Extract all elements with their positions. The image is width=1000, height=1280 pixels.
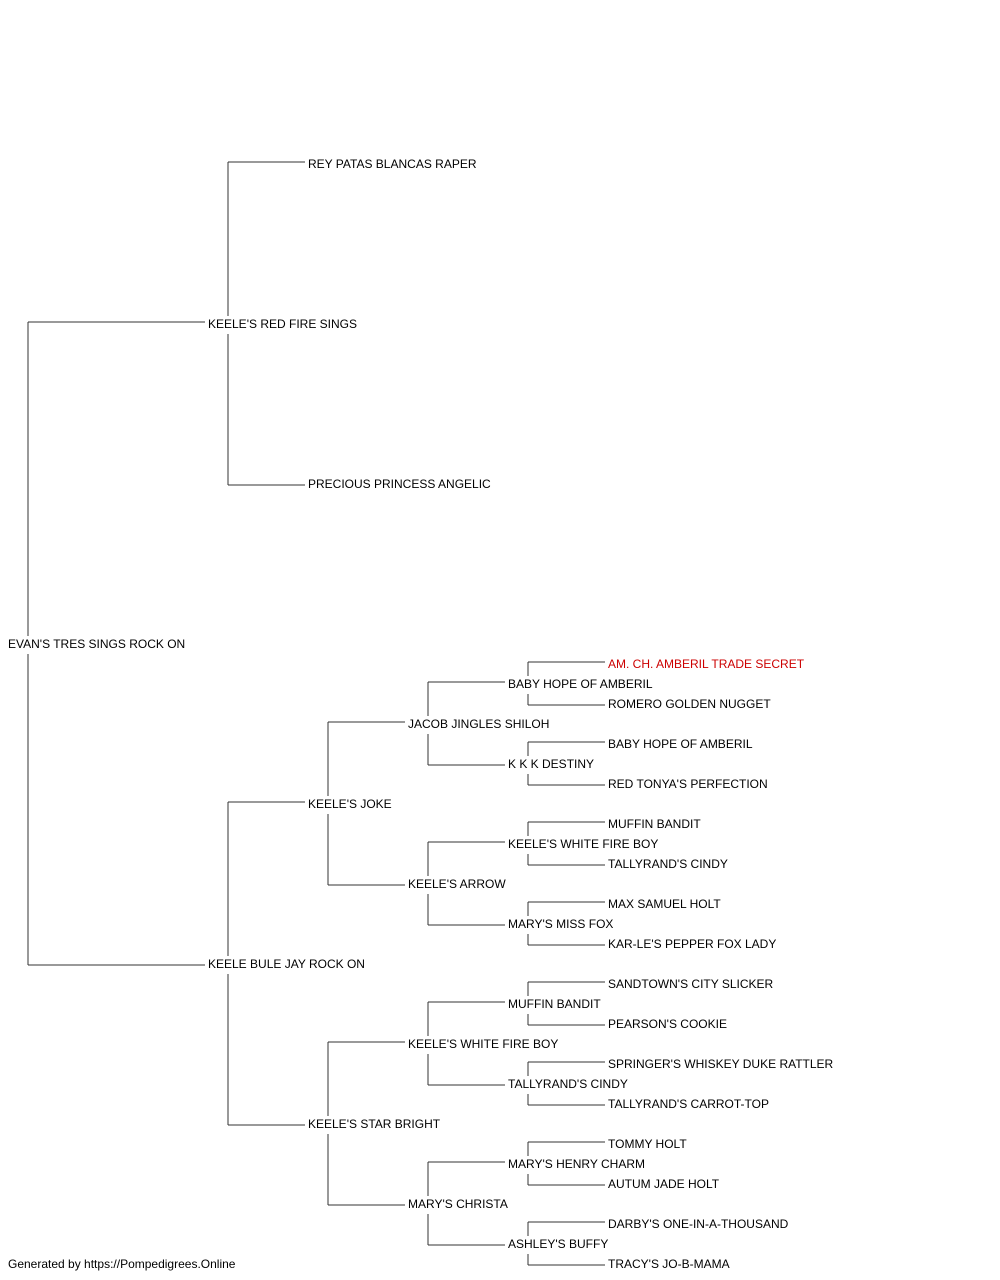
ancestor-gen5[interactable]: TOMMY HOLT <box>608 1137 687 1151</box>
dam-sire-sire-sire[interactable]: BABY HOPE OF AMBERIL <box>508 677 653 691</box>
dam-dam-sire[interactable]: KEELE'S WHITE FIRE BOY <box>408 1037 559 1051</box>
ancestor-gen5[interactable]: DARBY'S ONE-IN-A-THOUSAND <box>608 1217 789 1231</box>
sire-dam[interactable]: PRECIOUS PRINCESS ANGELIC <box>308 477 491 491</box>
dam-sire-sire[interactable]: JACOB JINGLES SHILOH <box>408 717 550 731</box>
ancestor-gen5[interactable]: TALLYRAND'S CARROT-TOP <box>608 1097 769 1111</box>
dam-sire-sire-dam[interactable]: K K K DESTINY <box>508 757 595 771</box>
ancestor-gen5[interactable]: ROMERO GOLDEN NUGGET <box>608 697 771 711</box>
ancestor-gen5[interactable]: SANDTOWN'S CITY SLICKER <box>608 977 774 991</box>
dam-sire[interactable]: KEELE'S JOKE <box>308 797 392 811</box>
dam-sire-dam-sire[interactable]: KEELE'S WHITE FIRE BOY <box>508 837 659 851</box>
ancestor-gen5[interactable]: SPRINGER'S WHISKEY DUKE RATTLER <box>608 1057 834 1071</box>
dam-dam-sire-sire[interactable]: MUFFIN BANDIT <box>508 997 601 1011</box>
dam-sire-dam[interactable]: KEELE'S ARROW <box>408 877 506 891</box>
ancestor-champion-highlighted[interactable]: AM. CH. AMBERIL TRADE SECRET <box>608 657 805 671</box>
ancestor-gen5[interactable]: MUFFIN BANDIT <box>608 817 701 831</box>
ancestor-gen5[interactable]: TRACY'S JO-B-MAMA <box>608 1257 730 1271</box>
ancestor-gen5[interactable]: PEARSON'S COOKIE <box>608 1017 727 1031</box>
dam-dam-dam[interactable]: MARY'S CHRISTA <box>408 1197 508 1211</box>
ancestor-gen5[interactable]: TALLYRAND'S CINDY <box>608 857 728 871</box>
dam-dam[interactable]: KEELE'S STAR BRIGHT <box>308 1117 441 1131</box>
ancestor-gen5[interactable]: KAR-LE'S PEPPER FOX LADY <box>608 937 777 951</box>
ancestor-gen5[interactable]: BABY HOPE OF AMBERIL <box>608 737 753 751</box>
ancestor-gen5[interactable]: MAX SAMUEL HOLT <box>608 897 721 911</box>
dam-sire-dam-dam[interactable]: MARY'S MISS FOX <box>508 917 614 931</box>
dam-dam-dam-sire[interactable]: MARY'S HENRY CHARM <box>508 1157 645 1171</box>
generator-credit: Generated by https://Pompedigrees.Online <box>8 1257 236 1271</box>
dam-dam-dam-dam[interactable]: ASHLEY'S BUFFY <box>508 1237 609 1251</box>
ancestor-gen5[interactable]: RED TONYA'S PERFECTION <box>608 777 768 791</box>
dam-dam-sire-dam[interactable]: TALLYRAND'S CINDY <box>508 1077 628 1091</box>
sire[interactable]: KEELE'S RED FIRE SINGS <box>208 317 357 331</box>
pedigree-root[interactable]: EVAN'S TRES SINGS ROCK ON <box>8 637 186 651</box>
ancestor-gen5[interactable]: AUTUM JADE HOLT <box>608 1177 720 1191</box>
sire-sire[interactable]: REY PATAS BLANCAS RAPER <box>308 157 477 171</box>
dam[interactable]: KEELE BULE JAY ROCK ON <box>208 957 365 971</box>
